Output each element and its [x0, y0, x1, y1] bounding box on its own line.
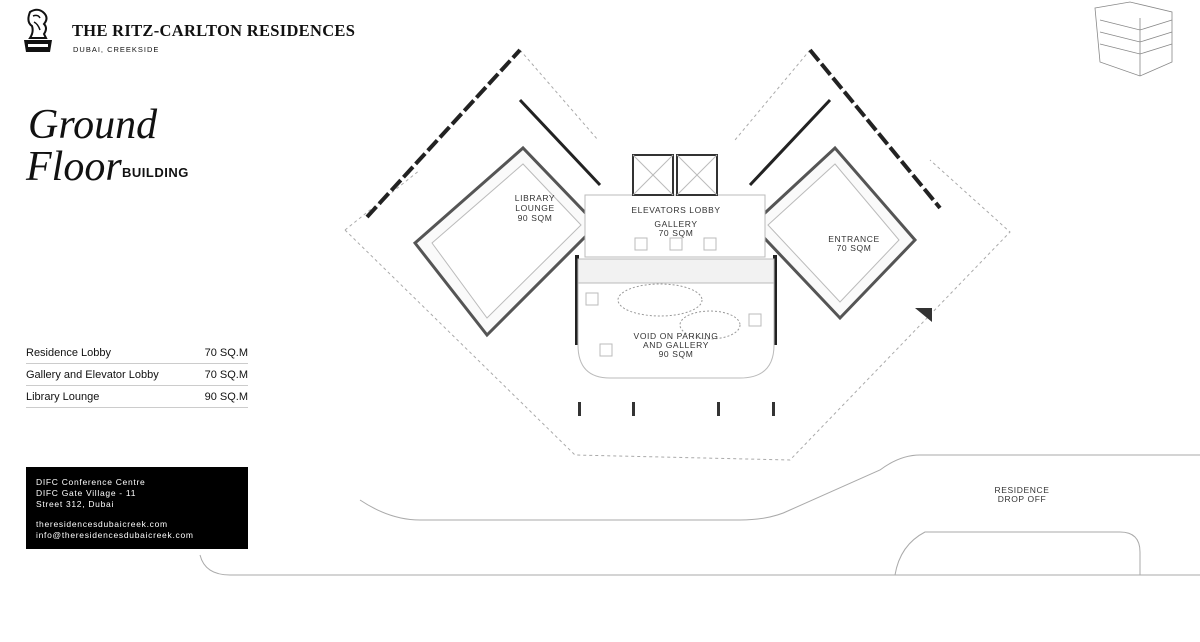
dropoff-label-1: RESIDENCE: [995, 485, 1050, 495]
area-table: Residence Lobby 70 SQ.M Gallery and Eleva…: [26, 343, 248, 409]
gallery-label: GALLERY: [654, 219, 697, 229]
page-title-suffix: BUILDING: [122, 165, 189, 180]
area-row: Library Lounge 90 SQ.M: [26, 387, 248, 408]
website-link[interactable]: theresidencesdubaicreek.com: [36, 519, 168, 529]
building-thumbnail: [1094, 1, 1173, 77]
area-row: Gallery and Elevator Lobby 70 SQ.M: [26, 365, 248, 386]
gallery-area: 70 SQM: [659, 228, 694, 238]
contact-panel: DIFC Conference Centre DIFC Gate Village…: [26, 467, 248, 549]
void-label-2: AND GALLERY: [643, 340, 709, 350]
entrance-room: [749, 145, 918, 321]
brand-name: THE RITZ-CARLTON RESIDENCES: [72, 21, 356, 40]
library-label-1: LIBRARY: [515, 193, 555, 203]
area-name: Library Lounge: [26, 391, 100, 403]
area-name: Gallery and Elevator Lobby: [26, 369, 159, 381]
library-label-2: LOUNGE: [515, 203, 555, 213]
lion-crown-logo: [24, 8, 52, 52]
email-link[interactable]: info@theresidencesdubaicreek.com: [36, 530, 194, 540]
library-area: 90 SQM: [518, 213, 553, 223]
dropoff-label-2: DROP OFF: [998, 494, 1047, 504]
brand-location: DUBAI, CREEKSIDE: [73, 45, 160, 54]
area-size: 70 SQ.M: [204, 369, 248, 381]
area-size: 90 SQ.M: [204, 391, 248, 403]
contact-line: Street 312, Dubai: [36, 499, 115, 509]
area-size: 70 SQ.M: [204, 347, 248, 359]
void-area: 90 SQM: [659, 349, 694, 359]
gallery-lobby: [577, 154, 775, 379]
void-label-1: VOID ON PARKING: [634, 331, 719, 341]
page-title-line1: Ground: [28, 102, 158, 148]
area-name: Residence Lobby: [26, 347, 112, 359]
drop-off-island: [894, 531, 1141, 576]
contact-line: DIFC Gate Village - 11: [36, 488, 137, 498]
library-lounge-room: [412, 145, 600, 338]
entrance-area: 70 SQM: [837, 243, 872, 253]
elevators-lobby-label: ELEVATORS LOBBY: [631, 205, 720, 215]
contact-line: DIFC Conference Centre: [36, 477, 146, 487]
page-title-line2: Floor: [26, 144, 122, 190]
entrance-label: ENTRANCE: [828, 234, 880, 244]
area-row: Residence Lobby 70 SQ.M: [26, 343, 248, 364]
road-outline: [199, 454, 1200, 576]
